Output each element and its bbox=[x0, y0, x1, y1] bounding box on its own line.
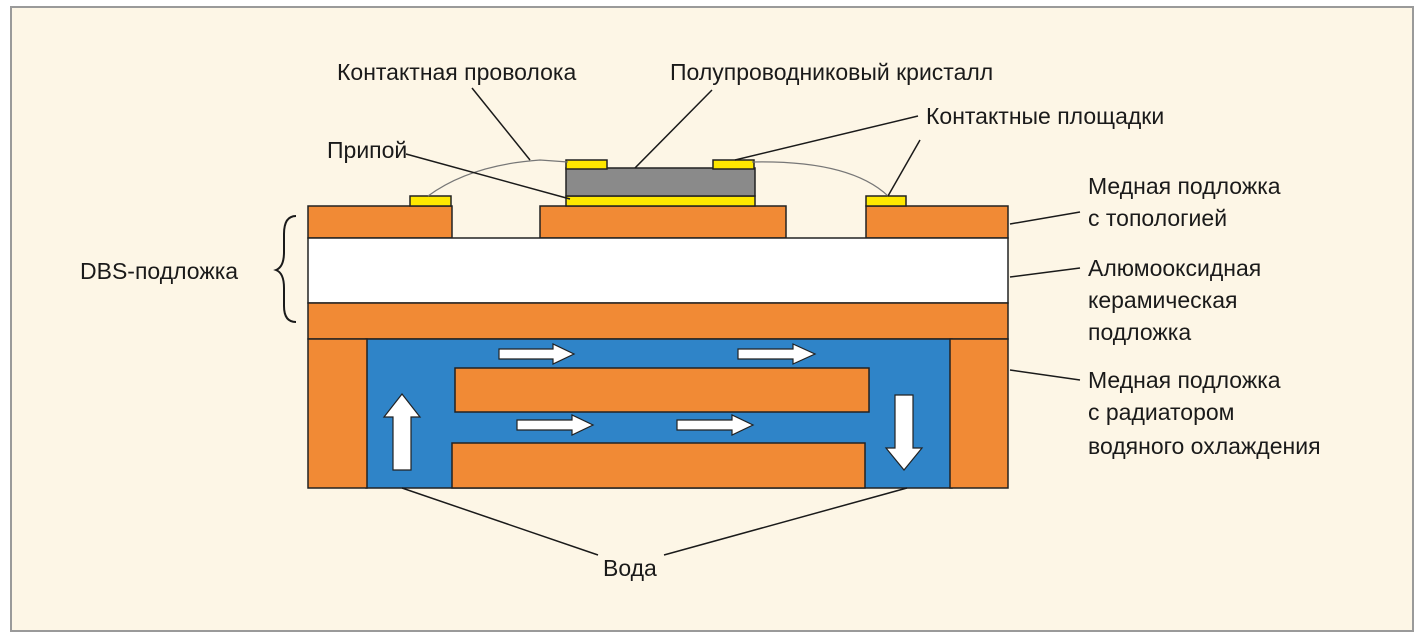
ceramic-substrate bbox=[307, 237, 1009, 304]
copper-trace-right bbox=[865, 205, 1009, 239]
leader-pads-chip bbox=[734, 115, 919, 161]
leader-water-right bbox=[663, 487, 908, 556]
leader-pads-board bbox=[887, 139, 921, 197]
copper-trace-left bbox=[307, 205, 453, 239]
copper-bottom-layer bbox=[307, 302, 1009, 340]
label-chip: Полупроводниковый кристалл bbox=[670, 59, 993, 85]
dbs-brace bbox=[273, 215, 297, 323]
chip-pad-left bbox=[565, 159, 608, 170]
leader-water-left bbox=[401, 487, 599, 556]
flow-arrow-down bbox=[884, 394, 924, 471]
leader-copper-top bbox=[1009, 211, 1081, 225]
leader-ceramic bbox=[1009, 267, 1081, 278]
label-cooler-line3: водяного охлаждения bbox=[1088, 433, 1321, 459]
flow-arrow-mid-right bbox=[676, 414, 755, 436]
flow-arrow-top-left bbox=[498, 343, 576, 365]
flow-arrow-top-right bbox=[737, 343, 817, 365]
chip-pad-right bbox=[712, 159, 755, 170]
label-solder: Припой bbox=[327, 137, 407, 163]
bond-wire-right bbox=[751, 161, 889, 197]
label-dbs: DBS-подложка bbox=[80, 258, 238, 284]
label-wire: Контактная проволока bbox=[337, 59, 576, 85]
label-copper-top-line1: Медная подложка bbox=[1088, 173, 1281, 199]
leader-solder bbox=[405, 153, 571, 200]
label-water: Вода bbox=[603, 555, 657, 581]
label-cooler-line2: с радиатором bbox=[1088, 399, 1235, 425]
board-pad-left bbox=[409, 195, 452, 207]
label-pads: Контактные площадки bbox=[926, 103, 1164, 129]
label-ceramic-line3: подложка bbox=[1088, 319, 1191, 345]
cooler-fin-lower bbox=[451, 442, 866, 489]
copper-trace-center bbox=[539, 205, 787, 239]
label-ceramic-line1: Алюмооксидная bbox=[1088, 255, 1261, 281]
bond-wire-left bbox=[427, 159, 569, 197]
cooler-wall-right bbox=[949, 338, 1009, 489]
flow-arrow-mid-left bbox=[516, 414, 595, 436]
semiconductor-chip bbox=[565, 167, 756, 197]
board-pad-right bbox=[865, 195, 907, 207]
flow-arrow-up bbox=[382, 393, 422, 471]
label-copper-top-line2: с топологией bbox=[1088, 205, 1227, 231]
leader-cooler bbox=[1009, 369, 1081, 381]
solder-layer bbox=[565, 195, 756, 207]
cooler-wall-left bbox=[307, 338, 368, 489]
cooler-fin-upper bbox=[454, 367, 870, 413]
leader-wire bbox=[471, 87, 531, 161]
label-cooler-line1: Медная подложка bbox=[1088, 367, 1281, 393]
leader-chip bbox=[634, 89, 713, 169]
label-ceramic-line2: керамическая bbox=[1088, 287, 1237, 313]
